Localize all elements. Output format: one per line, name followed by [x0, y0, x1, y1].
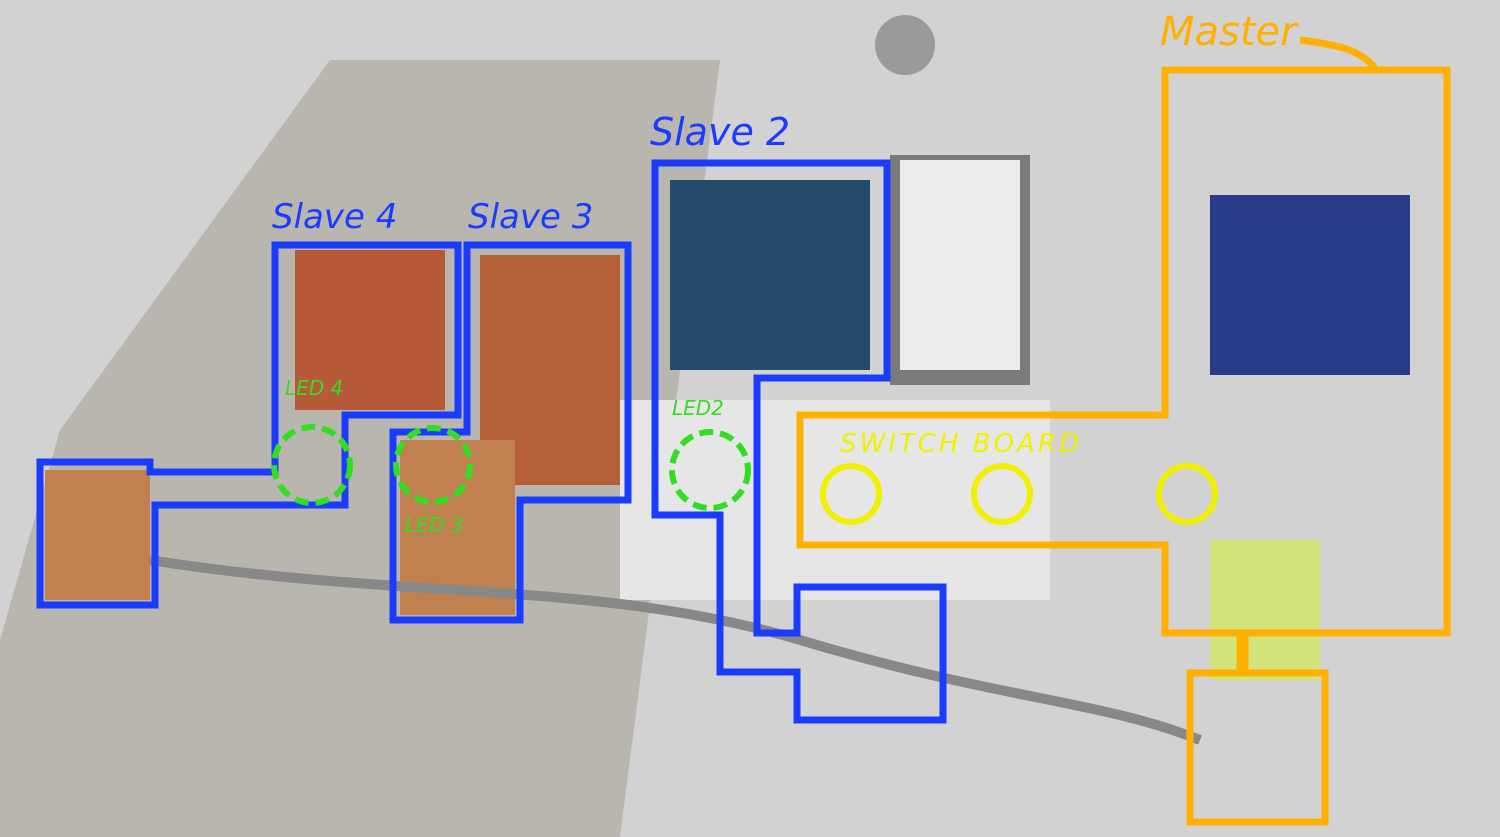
arduino-master-board — [1210, 195, 1410, 375]
slave4-label: Slave 4 — [272, 197, 397, 237]
switch-3-marker — [1156, 463, 1218, 525]
led4-marker — [271, 424, 353, 506]
led2-label: LED2 — [672, 396, 724, 420]
slave3-label: Slave 3 — [468, 197, 593, 237]
master-label: Master — [1160, 9, 1299, 55]
master-label-pointer — [1299, 36, 1378, 71]
switch-2-marker — [971, 463, 1033, 525]
slave4-outline — [36, 241, 462, 609]
switch-1-marker — [820, 463, 882, 525]
slave2-label: Slave 2 — [650, 110, 790, 154]
led3-label: LED 3 — [405, 513, 463, 537]
slave2-outline — [651, 159, 947, 724]
led4-label: LED 4 — [285, 376, 343, 400]
arduino-slave2-board — [670, 180, 870, 370]
led2-marker — [669, 429, 751, 511]
led3-marker — [393, 425, 473, 505]
master-outline — [796, 66, 1451, 826]
slave3-outline — [389, 241, 632, 624]
switch-board-label: SWITCH BOARD — [840, 429, 1082, 459]
